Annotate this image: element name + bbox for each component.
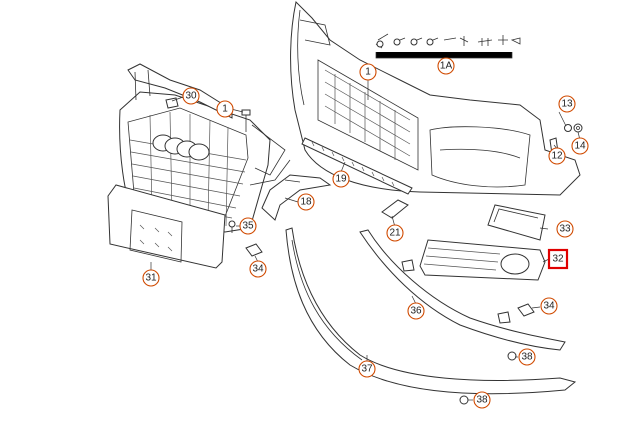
callout-1A: 1A [437,57,455,75]
svg-text:18: 18 [300,197,312,208]
license-plate-bracket [107,184,226,269]
callout-35: 35 [239,217,257,235]
svg-text:31: 31 [145,273,157,284]
svg-text:34: 34 [543,301,555,312]
lower-spoiler [359,229,566,351]
svg-text:21: 21 [389,228,401,239]
callout-1-left: 1 [216,100,234,118]
callout-1-upper: 1 [359,63,377,81]
callout-21: 21 [386,224,404,242]
callout-12: 12 [548,147,566,165]
svg-text:1: 1 [365,67,371,78]
bumper-lip [285,227,577,395]
bumper-cover [290,0,581,196]
svg-text:19: 19 [335,174,347,185]
svg-text:12: 12 [551,151,563,162]
fasteners [165,97,583,405]
svg-text:14: 14 [574,141,586,152]
svg-text:33: 33 [559,224,571,235]
callout-36: 36 [407,302,425,320]
svg-text:38: 38 [476,395,488,406]
svg-text:36: 36 [410,306,422,317]
svg-text:1: 1 [222,104,228,115]
tow-hook-cover [381,199,409,219]
callout-30: 30 [182,87,200,105]
svg-text:38: 38 [521,352,533,363]
callout-13: 13 [558,95,576,113]
callout-19: 19 [332,170,350,188]
leader-lines [150,58,581,401]
callout-14: 14 [571,137,589,155]
callout-37: 37 [358,360,376,378]
side-insert [487,204,546,241]
callout-34-left: 34 [249,260,267,278]
mounting-bracket [261,174,332,221]
callout-33: 33 [556,220,574,238]
callout-34-right: 34 [540,297,558,315]
callout-18: 18 [297,193,315,211]
fog-light-grille [419,239,546,281]
callout-31: 31 [142,269,160,287]
svg-text:35: 35 [242,221,254,232]
callout-38-mid: 38 [518,348,536,366]
svg-text:30: 30 [185,91,197,102]
callout-32: 32 [547,248,569,270]
callout-38-bottom: 38 [473,391,491,409]
svg-text:34: 34 [252,264,264,275]
svg-text:37: 37 [361,364,373,375]
svg-text:13: 13 [561,99,573,110]
svg-text:1A: 1A [440,61,453,72]
trim-strip [301,137,413,195]
svg-text:32: 32 [552,254,564,265]
